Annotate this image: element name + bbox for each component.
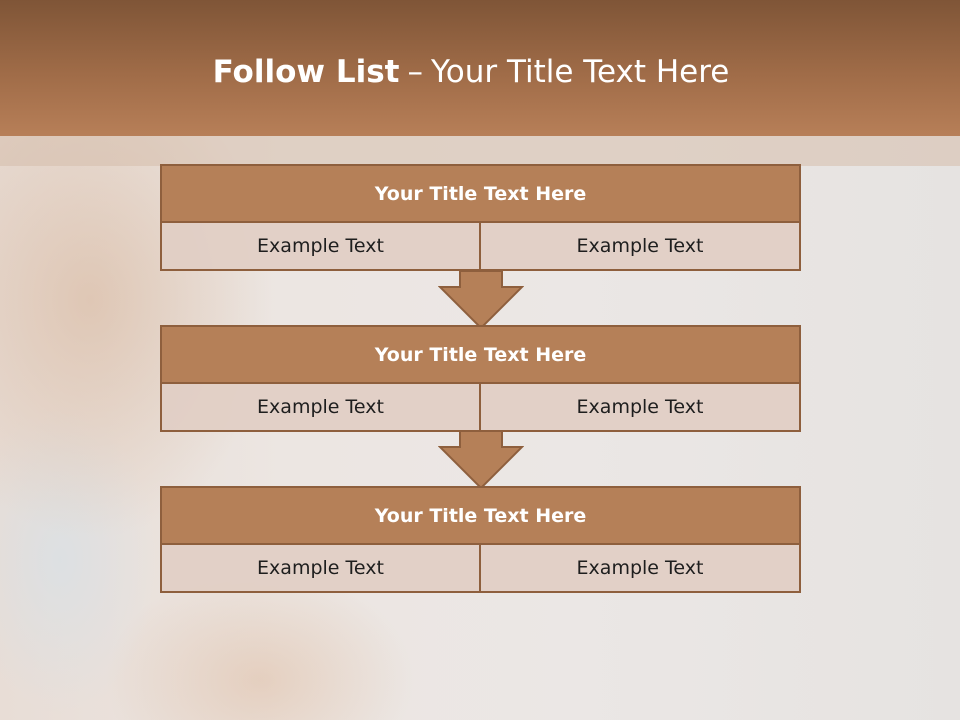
step-title-3: Your Title Text Here [160, 486, 801, 545]
step-1-left-cell: Example Text [160, 221, 481, 271]
slide-header: Follow List–Your Title Text Here [0, 0, 960, 136]
step-block-2: Your Title Text Here Example Text Exampl… [160, 325, 801, 432]
step-3-right-cell: Example Text [479, 543, 801, 593]
title-separator: – [407, 54, 423, 90]
step-title-2: Your Title Text Here [160, 325, 801, 384]
down-arrow-icon [438, 270, 524, 330]
slide-title: Follow List–Your Title Text Here [0, 54, 942, 90]
title-lead: Follow List [212, 54, 400, 90]
step-2-left-cell: Example Text [160, 382, 481, 432]
title-rest: Your Title Text Here [430, 54, 730, 90]
step-block-3: Your Title Text Here Example Text Exampl… [160, 486, 801, 593]
step-3-left-cell: Example Text [160, 543, 481, 593]
step-1-right-cell: Example Text [479, 221, 801, 271]
step-block-1: Your Title Text Here Example Text Exampl… [160, 164, 801, 271]
down-arrow-icon [438, 430, 524, 490]
step-title-1: Your Title Text Here [160, 164, 801, 223]
header-shadow-band [0, 136, 960, 166]
step-2-right-cell: Example Text [479, 382, 801, 432]
